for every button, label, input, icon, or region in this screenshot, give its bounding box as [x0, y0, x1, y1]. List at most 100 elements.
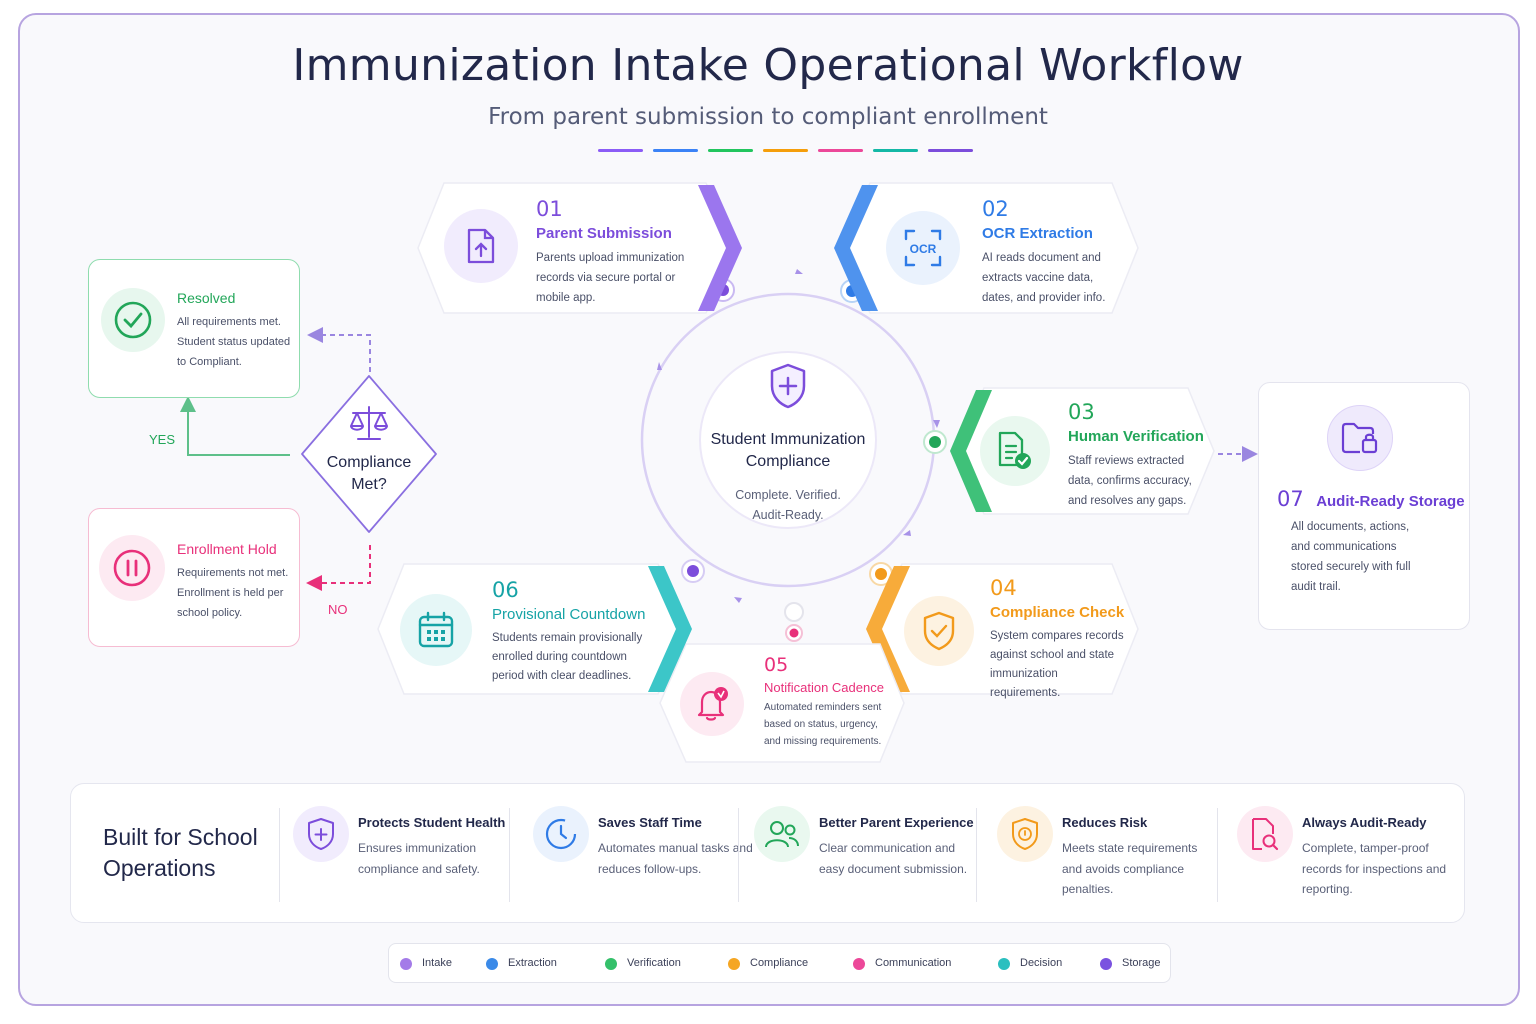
- step-desc: Automated reminders sent based on status…: [764, 702, 882, 747]
- benefits-panel: Built for School Operations Protects Stu…: [70, 783, 1465, 923]
- step-title: Audit-Ready Storage: [1316, 493, 1465, 510]
- shield-alert-icon: [997, 806, 1053, 862]
- benefits-heading: Built for School Operations: [103, 824, 258, 881]
- step-card-01: 01 Parent Submission Parents upload immu…: [416, 181, 742, 315]
- legend-dot: [1100, 958, 1112, 970]
- shield-plus-icon: [770, 363, 806, 409]
- benefit-item: Better Parent Experience Clear communica…: [754, 784, 984, 924]
- shield-plus-icon: [293, 806, 349, 862]
- benefit-desc: Ensures immunization compliance and safe…: [358, 841, 480, 876]
- step-desc: Staff reviews extracted data, confirms a…: [1068, 455, 1192, 507]
- benefit-item: Always Audit-Ready Complete, tamper-proo…: [1237, 784, 1457, 924]
- step-card-02: OCR 02 OCR Extraction AI reads document …: [834, 181, 1140, 315]
- step-title: Human Verification: [1068, 428, 1204, 445]
- step-card-04: 04 Compliance Check System compares reco…: [864, 562, 1140, 699]
- decision-diamond: Compliance Met?: [300, 374, 438, 534]
- divider: [976, 808, 977, 902]
- benefit-item: Protects Student Health Ensures immuniza…: [293, 784, 531, 924]
- benefit-title: Protects Student Health: [358, 815, 506, 830]
- yes-label: YES: [149, 432, 176, 447]
- legend-label: Storage: [1122, 957, 1161, 969]
- accent-dash: [598, 149, 643, 152]
- divider: [509, 808, 510, 902]
- benefit-desc: Clear communication and easy document su…: [819, 841, 968, 876]
- document-search-icon: [1237, 806, 1293, 862]
- benefit-item: Saves Staff Time Automates manual tasks …: [533, 784, 763, 924]
- clock-icon: [533, 806, 589, 862]
- resolved-title: Resolved: [177, 290, 236, 306]
- benefit-desc: Automates manual tasks and reduces follo…: [598, 841, 753, 876]
- step-card-05: 05 Notification Cadence Automated remind…: [658, 642, 906, 764]
- accent-dash: [708, 149, 753, 152]
- pause-circle-icon: [99, 535, 165, 601]
- legend-dot: [400, 958, 412, 970]
- accent-dash: [653, 149, 698, 152]
- verified-document-icon: [980, 416, 1050, 486]
- accent-dash: [928, 149, 973, 152]
- no-label: NO: [328, 602, 348, 617]
- legend-label: Communication: [875, 957, 952, 969]
- accent-dash: [763, 149, 808, 152]
- step-card-03: 03 Human Verification Staff reviews extr…: [948, 386, 1216, 516]
- page-subtitle: From parent submission to compliant enro…: [488, 104, 1048, 130]
- step-title: OCR Extraction: [982, 225, 1093, 242]
- legend-label: Verification: [627, 957, 681, 969]
- step-number: 04: [990, 576, 1017, 600]
- step-desc: AI reads document and extracts vaccine d…: [982, 252, 1106, 304]
- step-title: Parent Submission: [536, 225, 672, 242]
- legend-dot: [853, 958, 865, 970]
- step-desc: All documents, actions, and communicatio…: [1291, 521, 1411, 593]
- step-number: 05: [764, 654, 789, 676]
- benefit-title: Saves Staff Time: [598, 815, 702, 830]
- legend-dot: [605, 958, 617, 970]
- legend: Intake Extraction Verification Compliance Co…: [388, 943, 1171, 983]
- accent-dash: [818, 149, 863, 152]
- step-number: 01: [536, 197, 563, 221]
- legend-label: Decision: [1020, 957, 1063, 969]
- step-title: Provisional Countdown: [492, 606, 646, 623]
- divider: [738, 808, 739, 902]
- step-card-07: 07 Audit-Ready Storage All documents, ac…: [1258, 382, 1470, 630]
- legend-dot: [728, 958, 740, 970]
- hold-title: Enrollment Hold: [177, 541, 277, 557]
- resolved-desc: All requirements met. Student status upd…: [177, 316, 291, 368]
- color-dashes: [598, 149, 973, 152]
- benefit-item: Reduces Risk Meets state requirements an…: [997, 784, 1227, 924]
- page-title: Immunization Intake Operational Workflow: [292, 40, 1244, 91]
- step-desc: Students remain provisionally enrolled d…: [492, 632, 643, 682]
- legend-label: Intake: [422, 957, 452, 969]
- step-number: 06: [492, 578, 519, 602]
- scales-icon: [350, 406, 388, 440]
- decision-label: Compliance Met?: [326, 454, 412, 493]
- benefit-desc: Meets state requirements and avoids comp…: [1062, 841, 1198, 896]
- benefit-desc: Complete, tamper-proof records for inspe…: [1302, 841, 1447, 896]
- hold-desc: Requirements not met. Enrollment is held…: [177, 567, 289, 619]
- legend-dot: [998, 958, 1010, 970]
- step-number: 07: [1277, 487, 1304, 511]
- center-desc: Complete. Verified. Audit-Ready.: [735, 488, 841, 522]
- legend-label: Extraction: [508, 957, 557, 969]
- benefit-title: Always Audit-Ready: [1302, 815, 1427, 830]
- step-desc: System compares records against school a…: [990, 630, 1124, 699]
- step-number: 03: [1068, 400, 1095, 424]
- benefit-title: Better Parent Experience: [819, 815, 974, 830]
- divider: [1217, 808, 1218, 902]
- upload-file-icon: [444, 209, 518, 283]
- step-desc: Parents upload immunization records via …: [536, 252, 685, 304]
- legend-label: Compliance: [750, 957, 809, 969]
- step-card-06: 06 Provisional Countdown Students remain…: [376, 562, 692, 696]
- benefit-title: Reduces Risk: [1062, 815, 1148, 830]
- shield-check-icon: [904, 596, 974, 666]
- enrollment-hold-card: Enrollment Hold Requirements not met. En…: [88, 508, 300, 647]
- locked-folder-icon: [1327, 405, 1393, 471]
- divider: [279, 808, 280, 902]
- accent-dash: [873, 149, 918, 152]
- center-title: Student Immunization Compliance: [710, 431, 866, 470]
- step-title: Compliance Check: [990, 604, 1125, 621]
- center-hub: Student Immunization Compliance Complete…: [700, 362, 876, 525]
- users-icon: [754, 806, 810, 862]
- resolved-card: Resolved All requirements met. Student s…: [88, 259, 300, 398]
- legend-dot: [486, 958, 498, 970]
- svg-text:OCR: OCR: [910, 242, 937, 256]
- check-circle-icon: [101, 288, 165, 352]
